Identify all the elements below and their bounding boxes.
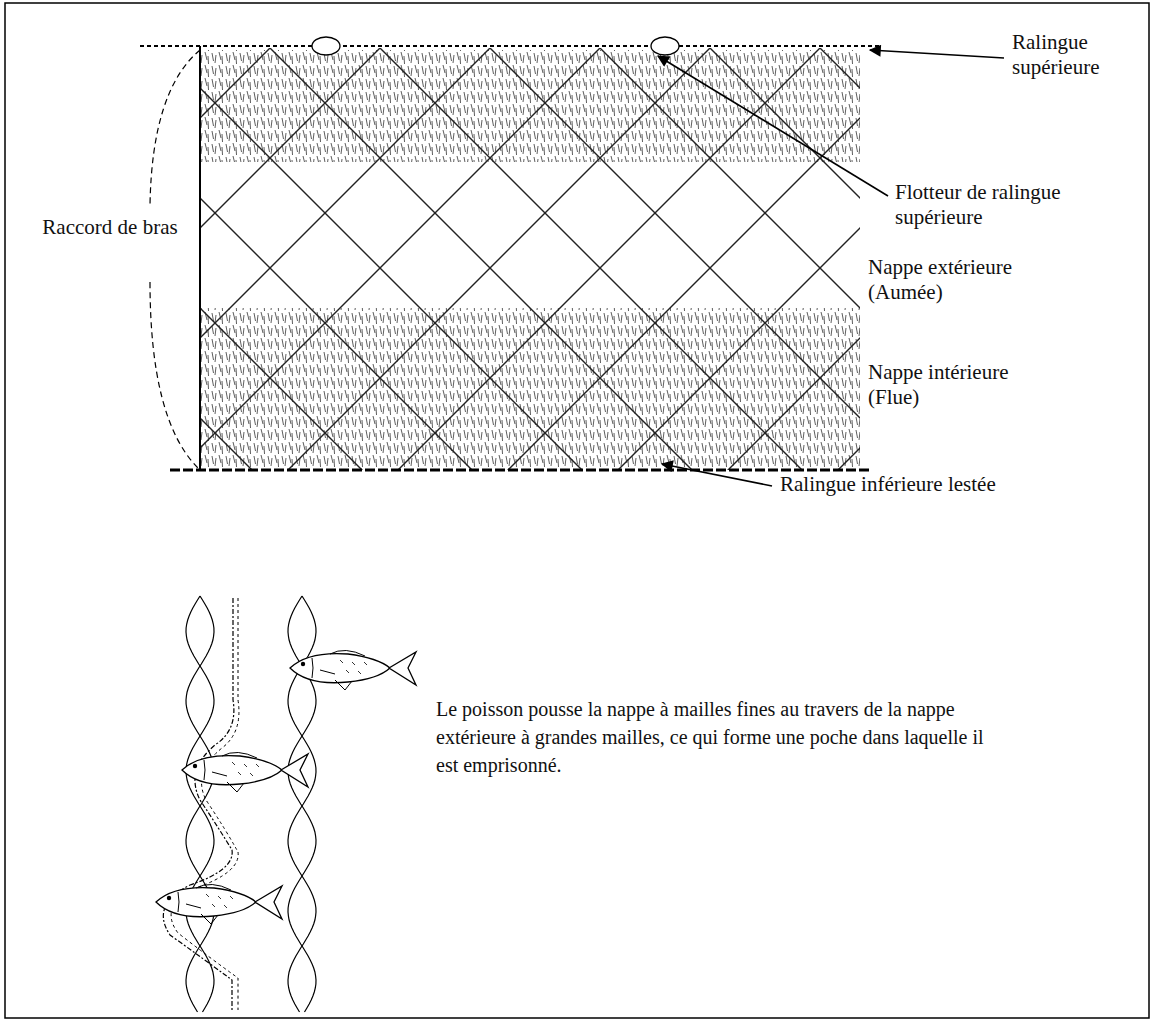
part-label: Raccord de bras xyxy=(40,215,180,240)
part-label: Nappe intérieure (Flue) xyxy=(868,360,1043,410)
part-label: Nappe extérieure (Aumée) xyxy=(868,255,1043,305)
part-label: Flotteur de ralingue supérieure xyxy=(895,180,1125,230)
part-label: Ralingue supérieure xyxy=(1012,30,1137,80)
part-label: Ralingue inférieure lestée xyxy=(780,472,996,497)
explanation-note: Le poisson pousse la nappe à mailles fin… xyxy=(436,695,996,779)
